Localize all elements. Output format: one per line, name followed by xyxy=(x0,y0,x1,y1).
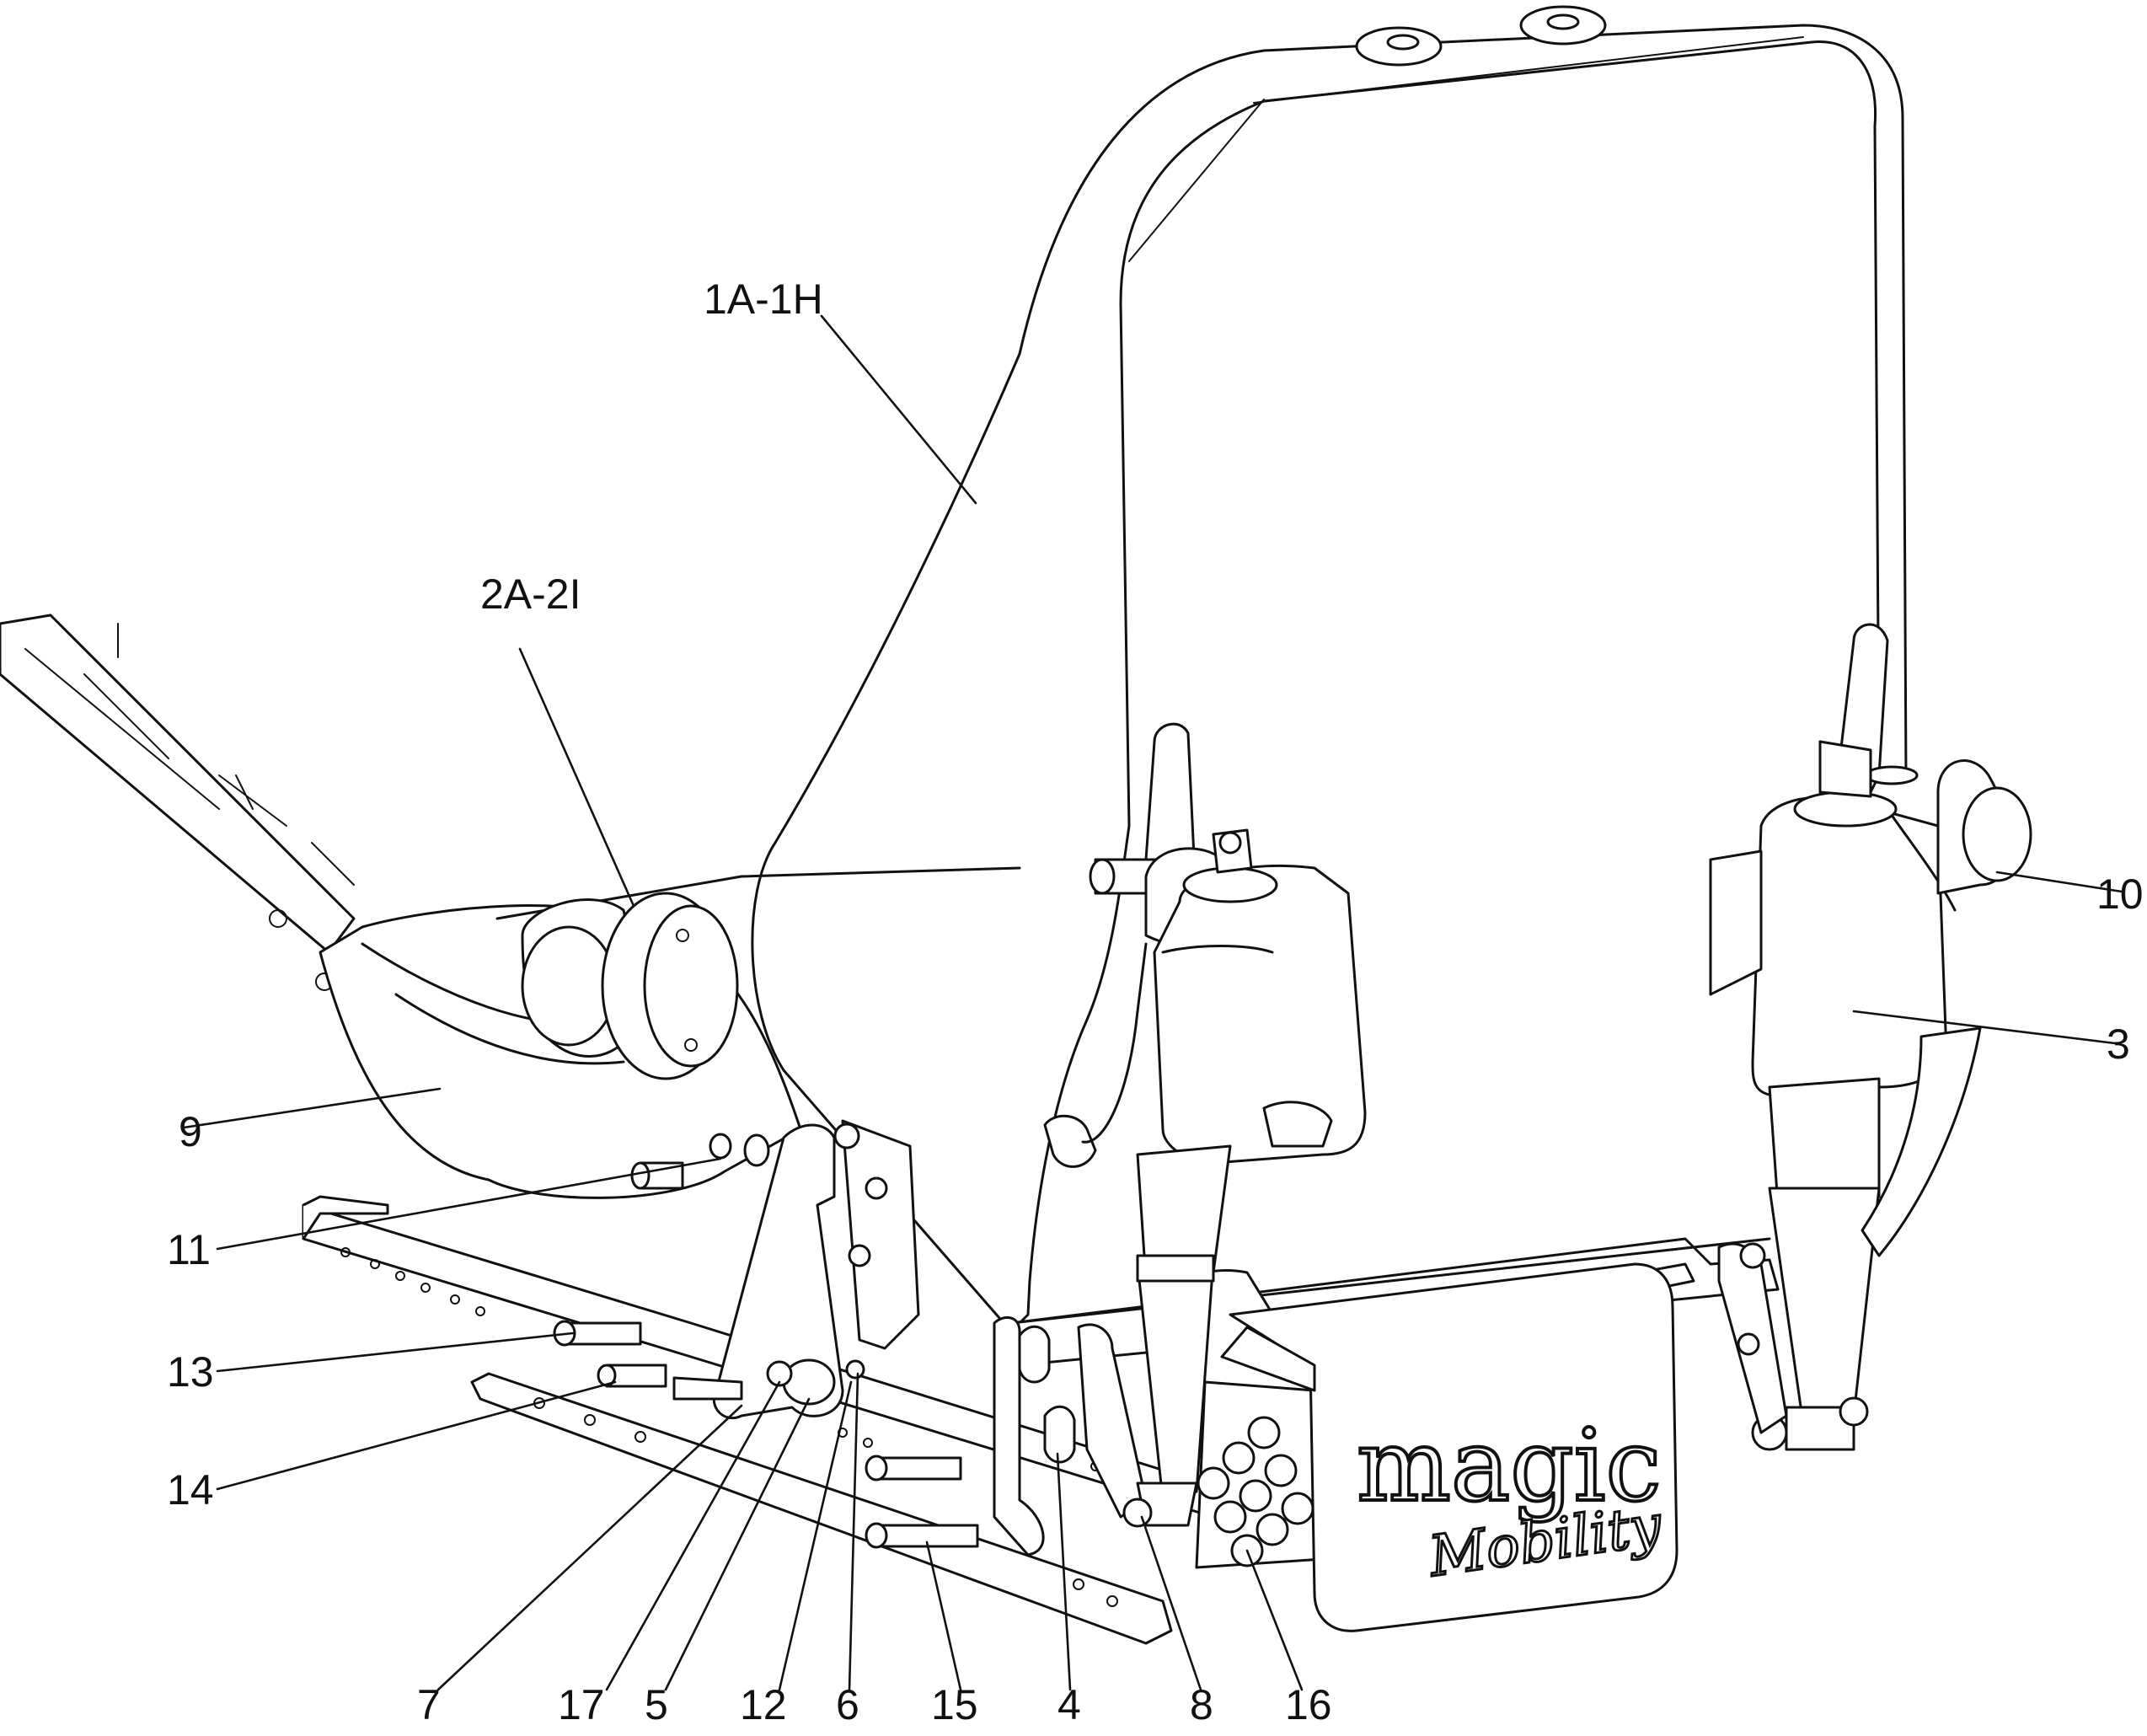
callout-16: 16 xyxy=(1285,1681,1332,1728)
callout-1A-1H: 1A-1H xyxy=(704,276,823,323)
callout-5: 5 xyxy=(645,1681,668,1728)
callout-7: 7 xyxy=(417,1681,441,1728)
fasteners-front xyxy=(553,1161,1076,1549)
centre-bracket xyxy=(993,1315,1148,1557)
callout-3: 3 xyxy=(2107,1021,2130,1068)
callout-9: 9 xyxy=(179,1108,202,1155)
callout-10: 10 xyxy=(2096,871,2144,918)
footrest-arm xyxy=(0,613,356,991)
callout-11: 11 xyxy=(167,1226,211,1273)
callout-labels: 1A-1H 2A-2I 3 4 5 6 7 8 9 10 11 12 13 14… xyxy=(167,276,2144,1728)
callout-6: 6 xyxy=(836,1681,859,1728)
front-actuator-motor xyxy=(521,892,739,1080)
backrest-shell xyxy=(751,5,1908,1333)
seat-actuator-left xyxy=(1043,722,1367,1528)
callout-leaders xyxy=(182,314,2123,1691)
callout-13: 13 xyxy=(167,1348,214,1396)
seat-actuator-right xyxy=(1709,623,2032,1451)
callout-14: 14 xyxy=(167,1466,214,1514)
linkage-plates xyxy=(709,1119,920,1420)
roller-block xyxy=(1195,1380,1325,1569)
brand-logo-main: magic xyxy=(1357,1407,1662,1524)
callout-17: 17 xyxy=(558,1681,605,1728)
logo-cover: magic Mobility xyxy=(1220,1262,1679,1632)
callout-2A-2I: 2A-2I xyxy=(480,571,581,618)
callout-15: 15 xyxy=(931,1681,978,1728)
callout-12: 12 xyxy=(740,1681,787,1728)
callout-4: 4 xyxy=(1057,1681,1081,1728)
callout-8: 8 xyxy=(1190,1681,1213,1728)
